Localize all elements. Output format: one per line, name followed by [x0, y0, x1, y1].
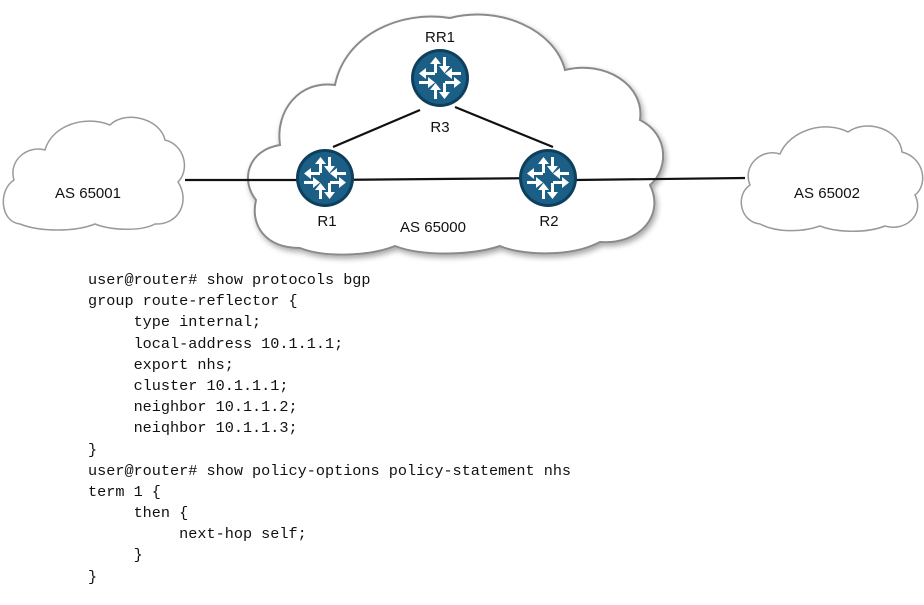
cli-line: type internal; [88, 313, 262, 332]
router-icon [519, 149, 577, 207]
cli-line: user@router# show policy-options policy-… [88, 461, 572, 480]
network-diagram: RR1 R3 R1 R2 AS 65000 AS 65001 AS 65002 [2, 13, 924, 256]
router-label-r1: R1 [317, 213, 336, 230]
cli-output: user@router# show protocols bgp group rou… [88, 270, 571, 588]
cli-line: } [88, 440, 98, 459]
router-label-rr1: RR1 [425, 29, 455, 46]
cli-line: export nhs; [88, 355, 234, 374]
router-label-r2: R2 [539, 213, 558, 230]
link-line [454, 105, 554, 149]
link-line [574, 176, 746, 182]
cli-line: group route-reflector { [88, 292, 298, 311]
as-label-right: AS 65002 [794, 185, 860, 202]
cli-line: term 1 { [88, 482, 161, 501]
link-label-r3: R3 [430, 119, 449, 136]
cli-line: } [88, 567, 98, 586]
cli-line: neiqhbor 10.1.1.3; [88, 419, 298, 438]
cli-line: } [88, 546, 143, 565]
cli-line: user@router# show protocols bgp [88, 271, 371, 289]
cli-line: local-address 10.1.1.1; [88, 334, 344, 353]
cli-line: then { [88, 504, 189, 523]
router-icon [411, 49, 469, 107]
cloud-icon [740, 125, 924, 233]
link-line [332, 108, 421, 149]
cli-line: cluster 10.1.1.1; [88, 376, 289, 395]
as-label-center: AS 65000 [400, 219, 466, 236]
as-label-left: AS 65001 [55, 185, 121, 202]
cli-line: next-hop self; [88, 525, 307, 544]
link-line [324, 176, 549, 182]
cli-line: neighbor 10.1.1.2; [88, 398, 298, 417]
cloud-icon [2, 116, 186, 231]
router-icon [296, 149, 354, 207]
